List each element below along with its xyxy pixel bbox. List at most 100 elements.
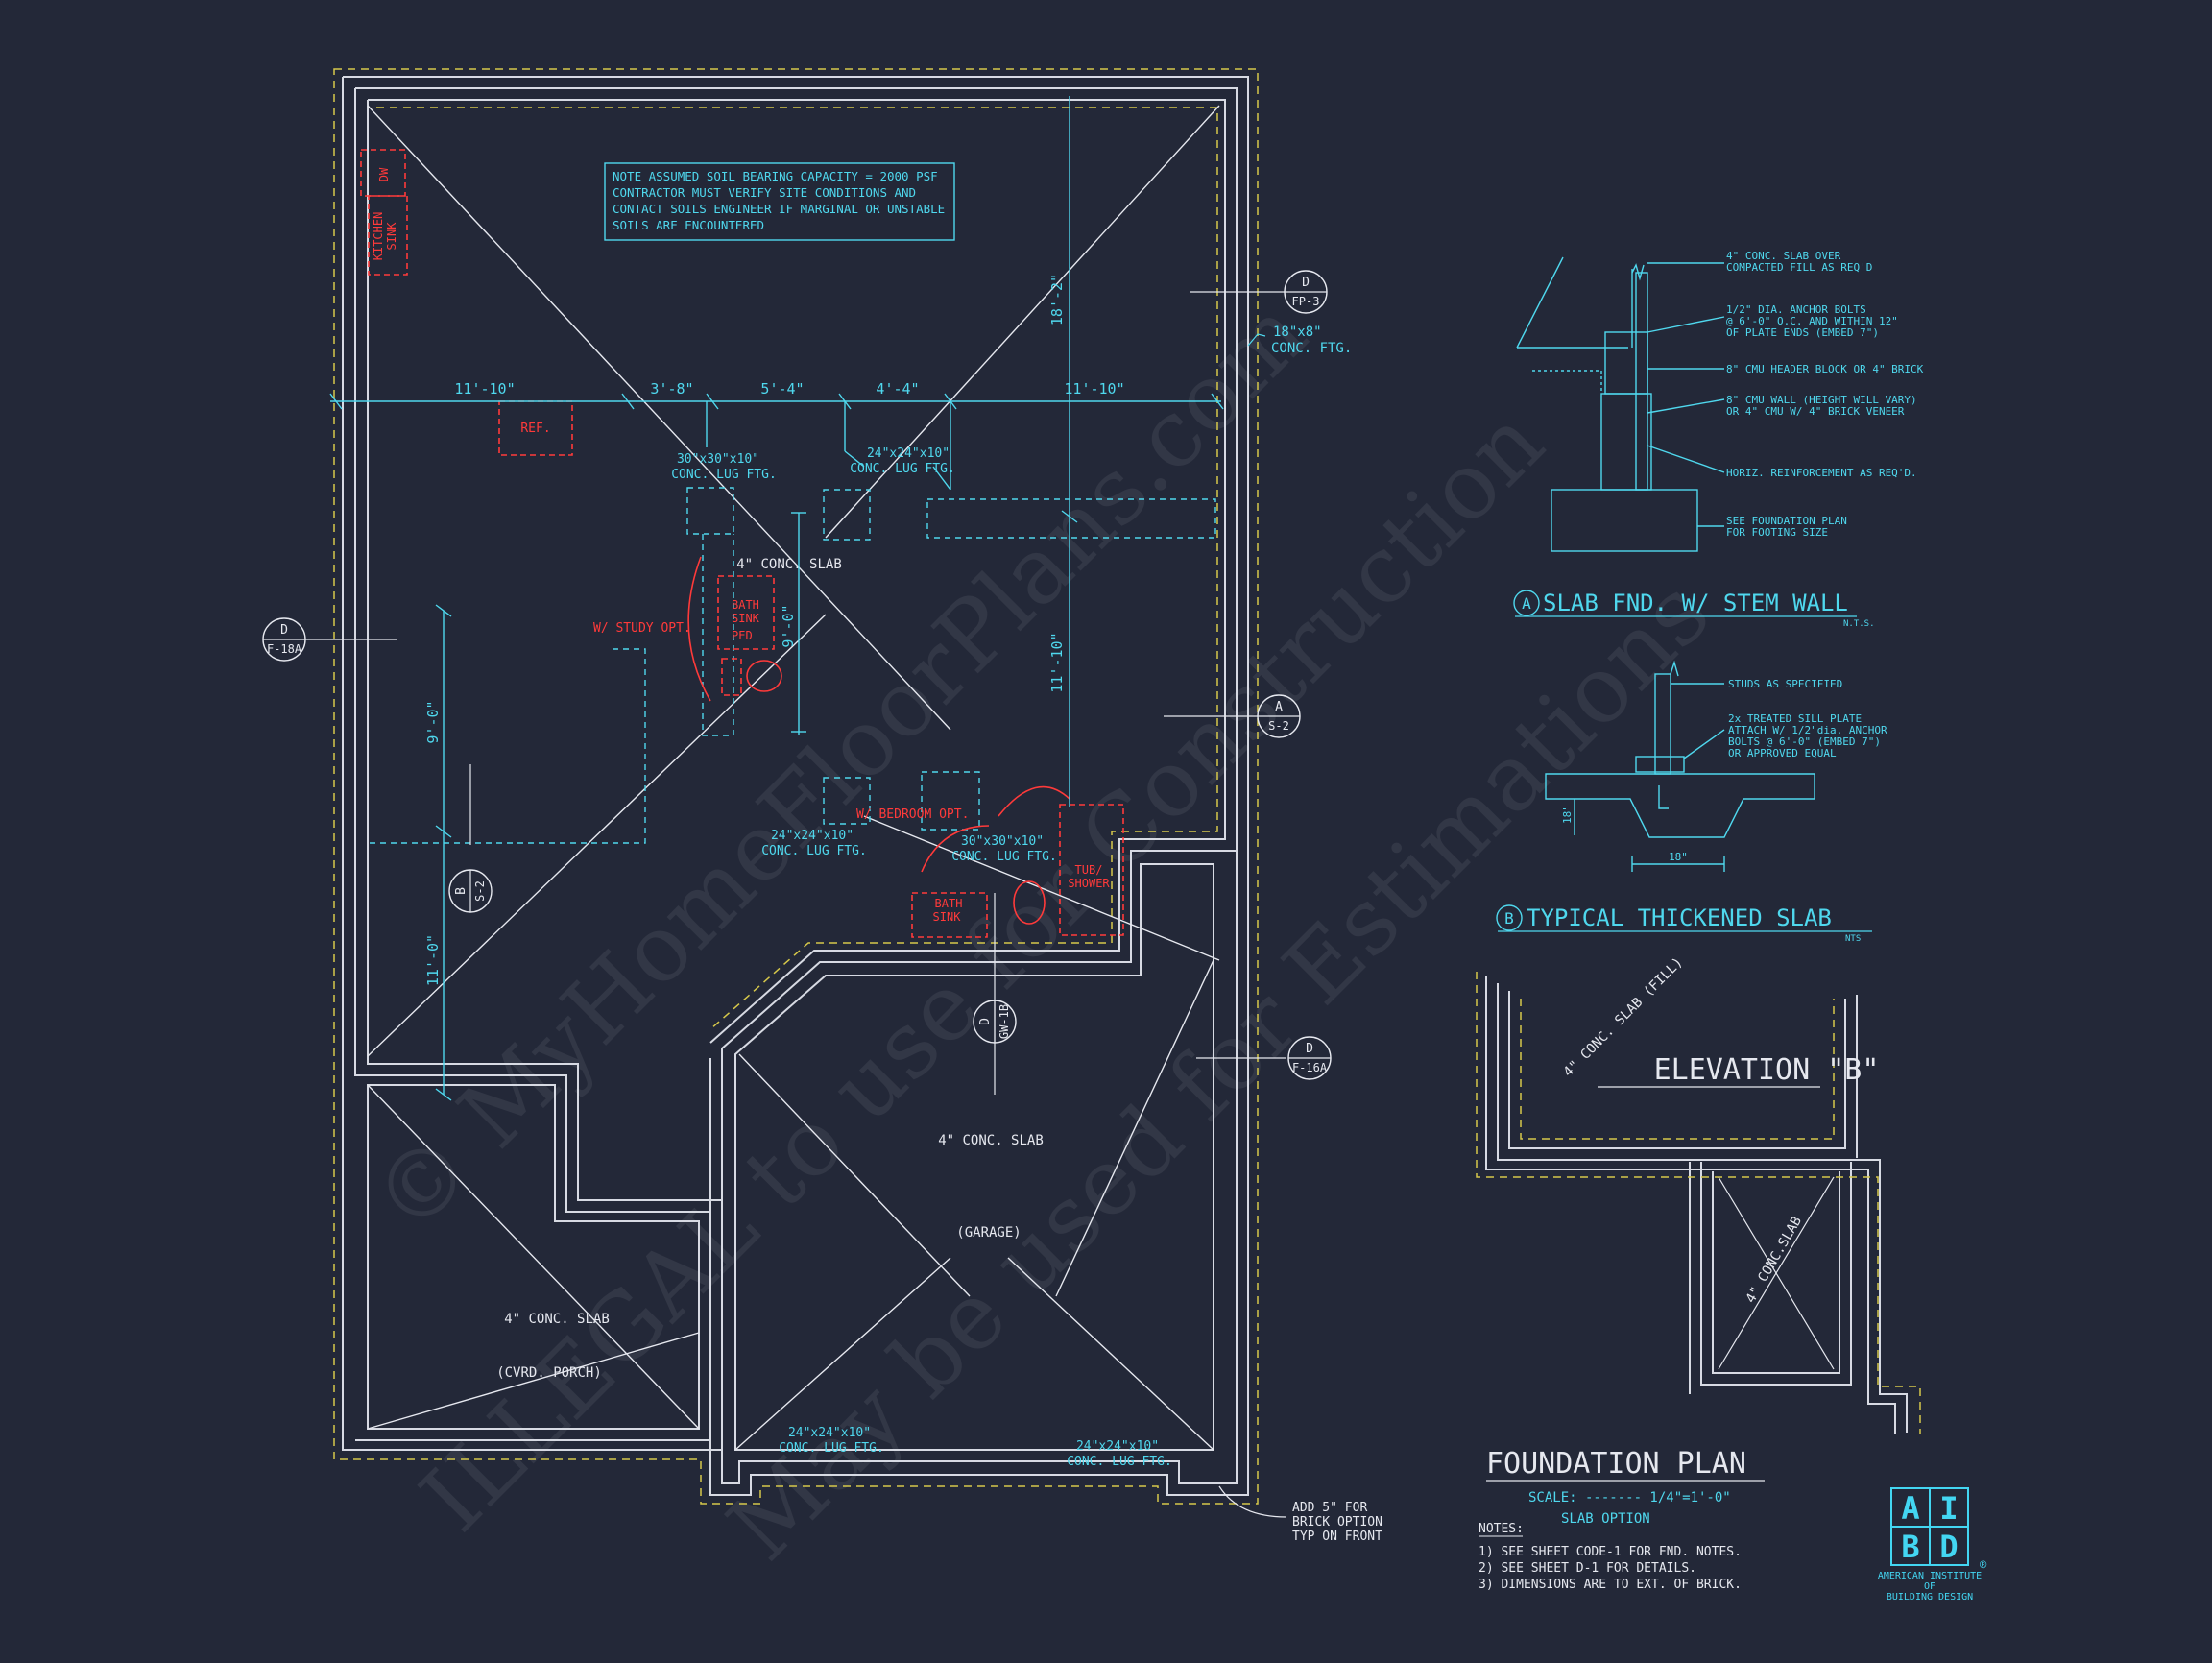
svg-text:CONC. LUG FTG.: CONC. LUG FTG. [761,844,867,858]
svg-text:SINK: SINK [933,910,962,924]
svg-text:8" CMU WALL (HEIGHT WILL VARY): 8" CMU WALL (HEIGHT WILL VARY) [1726,394,1917,406]
svg-text:D: D [1302,276,1310,290]
section-marker-f18a[interactable]: D F-18A [262,617,306,662]
svg-text:CONC. LUG FTG.: CONC. LUG FTG. [951,850,1057,864]
svg-text:4" CONC.SLAB: 4" CONC.SLAB [1743,1214,1805,1306]
plumbing-fixtures [360,149,1124,938]
svg-text:TYPICAL THICKENED SLAB: TYPICAL THICKENED SLAB [1527,904,1832,931]
svg-text:18"x8": 18"x8" [1273,325,1322,340]
lug-footings [370,487,1216,844]
slab-labels: 4" CONC. SLAB 4" CONC. SLAB (GARAGE) 4" … [496,557,1044,1381]
svg-text:ATTACH W/ 1/2"dia. ANCHOR: ATTACH W/ 1/2"dia. ANCHOR [1728,724,1887,736]
detail-b-title: B TYPICAL THICKENED SLAB NTS [1496,904,1872,944]
brick-note: ADD 5" FOR BRICK OPTION TYP ON FRONT [1218,1485,1382,1544]
svg-text:BOLTS @ 6'-0" (EMBED 7"): BOLTS @ 6'-0" (EMBED 7") [1728,735,1881,748]
elevation-b-diagonals [1718,1176,1835,1370]
svg-text:CONC. LUG FTG.: CONC. LUG FTG. [850,462,955,476]
svg-text:COMPACTED FILL AS REQ'D: COMPACTED FILL AS REQ'D [1726,261,1872,274]
svg-text:18": 18" [1669,851,1688,863]
elevation-b-dashed [1476,972,1921,1434]
svg-text:TYP ON FRONT: TYP ON FRONT [1292,1530,1382,1544]
svg-text:FP-3: FP-3 [1292,295,1320,308]
svg-text:SEE FOUNDATION PLAN: SEE FOUNDATION PLAN [1726,515,1847,527]
svg-text:F-16A: F-16A [1292,1061,1328,1074]
svg-text:24"x24"x10": 24"x24"x10" [1076,1439,1159,1454]
svg-text:SINK: SINK [732,612,760,625]
house-walls [342,76,1249,1496]
sheet-scale: SCALE: ------- 1/4"=1'-0" [1528,1490,1731,1506]
section-marker-f16a[interactable]: D F-16A [1287,1036,1332,1080]
svg-text:24"x24"x10": 24"x24"x10" [788,1426,871,1440]
dim-vertical-mid: 9'-0" [780,604,797,647]
svg-text:11'-10": 11'-10" [1064,380,1124,398]
svg-text:OR APPROVED EQUAL: OR APPROVED EQUAL [1728,747,1837,759]
svg-text:CONC. LUG FTG.: CONC. LUG FTG. [671,468,777,482]
svg-text:30"x30"x10": 30"x30"x10" [961,834,1044,849]
detail-b-notes: STUDS AS SPECIFIED 2x TREATED SILL PLATE… [1561,678,1887,863]
svg-text:FOR FOOTING SIZE: FOR FOOTING SIZE [1726,526,1828,539]
svg-text:CONC. LUG FTG.: CONC. LUG FTG. [779,1441,884,1456]
svg-text:B: B [1901,1529,1919,1565]
fixture-labels: DW KITCHEN SINK REF. BATH SINK PED W/ ST… [372,167,1110,924]
section-leaders [305,291,1286,1095]
section-marker-s2-b[interactable]: B S-2 [448,869,493,913]
svg-text:2) SEE SHEET D-1 FOR DETAILS.: 2) SEE SHEET D-1 FOR DETAILS. [1479,1561,1696,1576]
svg-text:24"x24"x10": 24"x24"x10" [867,446,950,461]
svg-text:8" CMU HEADER BLOCK OR 4" BRIC: 8" CMU HEADER BLOCK OR 4" BRICK [1726,363,1924,375]
svg-text:I: I [1939,1490,1958,1527]
detail-a-drawing [1516,256,1725,552]
svg-text:W/ STUDY OPT.: W/ STUDY OPT. [593,621,691,636]
svg-text:5'-4": 5'-4" [760,380,804,398]
svg-text:AMERICAN INSTITUTE: AMERICAN INSTITUTE [1878,1571,1982,1581]
svg-text:®: ® [1980,1558,1987,1572]
svg-text:BRICK OPTION: BRICK OPTION [1292,1515,1382,1530]
svg-text:1) SEE SHEET CODE-1 FOR FND.: 1) SEE SHEET CODE-1 FOR FND. NOTES. [1479,1545,1742,1559]
svg-text:2x TREATED SILL PLATE: 2x TREATED SILL PLATE [1728,712,1862,725]
svg-text:HORIZ. REINFORCEMENT AS REQ'D.: HORIZ. REINFORCEMENT AS REQ'D. [1726,467,1917,479]
svg-text:N.T.S.: N.T.S. [1843,619,1875,629]
sheet-title: FOUNDATION PLAN [1486,1447,1746,1481]
svg-text:D: D [280,623,288,638]
dim-vertical-upper: 18'-2" [1048,274,1066,325]
svg-text:REF.: REF. [520,422,550,436]
watermark: © MyHomeFloorPlans.com ILLEGAL to use fo… [352,279,1730,1580]
svg-text:SHOWER: SHOWER [1068,877,1110,890]
svg-text:NTS: NTS [1845,934,1861,944]
svg-text:B: B [1504,909,1514,928]
svg-text:CONTACT SOILS ENGINEER IF MARG: CONTACT SOILS ENGINEER IF MARGINAL OR UN… [613,202,945,216]
svg-text:ELEVATION "B": ELEVATION "B" [1654,1053,1880,1087]
svg-text:SINK: SINK [385,222,398,251]
footing-labels: 30"x30"x10" CONC. LUG FTG. 24"x24"x10" C… [671,446,1172,1469]
section-marker-fp3[interactable]: D FP-3 [1284,270,1328,314]
svg-text:SLAB FND. W/ STEM WALL: SLAB FND. W/ STEM WALL [1543,590,1848,616]
svg-text:(GARAGE): (GARAGE) [956,1225,1021,1241]
svg-text:GW-1B: GW-1B [998,1004,1011,1039]
svg-text:4'-4": 4'-4" [876,380,919,398]
svg-text:CONC. FTG.: CONC. FTG. [1271,341,1352,356]
svg-text:4" CONC. SLAB: 4" CONC. SLAB [504,1312,610,1327]
svg-text:@ 6'-0" O.C. AND WITHIN 12": @ 6'-0" O.C. AND WITHIN 12" [1726,315,1898,327]
section-marker-s2-a[interactable]: A S-2 [1257,694,1301,738]
svg-text:OR 4" CMU W/ 4" BRICK VENEER: OR 4" CMU W/ 4" BRICK VENEER [1726,405,1905,418]
svg-text:S-2: S-2 [473,880,487,902]
svg-text:3) DIMENSIONS ARE TO EXT. OF: 3) DIMENSIONS ARE TO EXT. OF BRICK. [1479,1578,1742,1592]
title-block: FOUNDATION PLAN SCALE: ------- 1/4"=1'-0… [1479,1447,1765,1592]
svg-text:OF: OF [1924,1581,1936,1592]
top-dimensions: 11'-10" 3'-8" 5'-4" 4'-4" 11'-10" [454,380,1124,398]
svg-text:(CVRD. PORCH): (CVRD. PORCH) [496,1365,602,1381]
dim-left-upper: 9'-0" [424,700,442,743]
svg-text:11'-10": 11'-10" [454,380,515,398]
svg-text:D: D [1306,1042,1313,1056]
svg-text:BATH: BATH [732,598,759,612]
elevation-b-labels: ELEVATION "B" 4" CONC. SLAB (FILL) 4" CO… [1561,954,1880,1306]
svg-text:24"x24"x10": 24"x24"x10" [771,829,854,843]
svg-text:STUDS AS SPECIFIED: STUDS AS SPECIFIED [1728,678,1842,690]
svg-text:BUILDING DESIGN: BUILDING DESIGN [1887,1592,1973,1603]
aibd-logo: A I B D ® AMERICAN INSTITUTE OF BUILDING… [1878,1487,1987,1603]
dim-vertical-lower: 11'-10" [1048,632,1066,692]
section-marker-gw1b[interactable]: D GW-1B [973,1000,1017,1044]
svg-text:B: B [454,887,469,895]
detail-b-drawing [1545,660,1815,872]
